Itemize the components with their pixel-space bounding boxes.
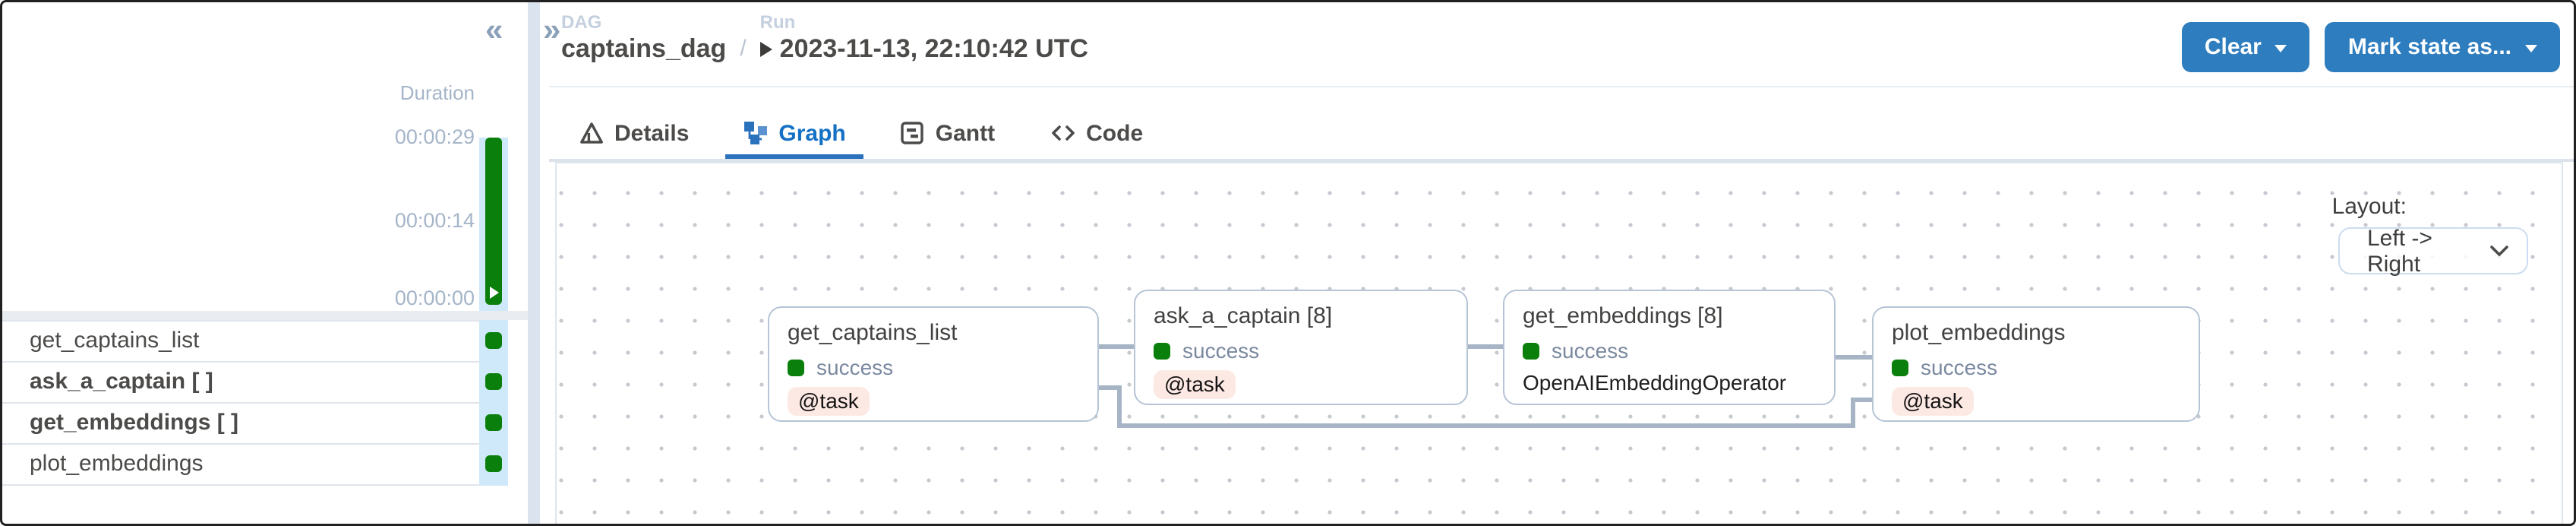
graph-node-plot-embeddings[interactable]: plot_embeddings success @task	[1872, 306, 2200, 422]
node-title: get_captains_list	[788, 320, 958, 346]
task-list: get_captains_list ask_a_captain [ ] get_…	[2, 320, 481, 486]
chevron-down-icon	[2525, 45, 2537, 52]
breadcrumb: DAG captains_dag / Run 2023-11-13, 22:10…	[561, 11, 1088, 66]
task-decorator-badge: @task	[1154, 370, 1236, 399]
duration-axis-label: Duration	[399, 81, 475, 104]
mark-state-as-button[interactable]: Mark state as...	[2325, 22, 2560, 72]
success-status-icon	[1154, 342, 1170, 359]
details-icon	[579, 121, 604, 145]
gantt-icon	[901, 121, 925, 145]
run-label: Run	[759, 11, 796, 33]
duration-tick: 00:00:00	[394, 287, 475, 309]
node-status: success	[1182, 338, 1260, 363]
graph-node-ask-a-captain[interactable]: ask_a_captain [8] success @task	[1134, 290, 1468, 405]
layout-label: Layout:	[2331, 194, 2407, 220]
task-row[interactable]: get_captains_list	[2, 322, 481, 363]
panel-divider[interactable]	[528, 2, 540, 524]
task-row[interactable]: get_embeddings [ ]	[2, 404, 481, 445]
tab-code[interactable]: Code	[1031, 106, 1161, 160]
dag-graph-canvas[interactable]: Layout: Left -> Right get_captains_list …	[555, 162, 2563, 524]
task-status-square[interactable]	[485, 414, 502, 431]
grid-sidebar: « Duration 00:00:29 00:00:14 00:00:00 ge…	[2, 2, 528, 524]
tab-graph[interactable]: Graph	[725, 106, 865, 160]
chevron-down-icon	[2490, 245, 2508, 256]
run-play-icon	[490, 287, 499, 299]
graph-icon	[743, 121, 768, 145]
run-detail-panel: » DAG captains_dag / Run 2023-11-13, 22:…	[540, 2, 2574, 524]
run-triggered-icon	[759, 42, 772, 57]
expand-panel-icon[interactable]: »	[543, 13, 561, 48]
duration-tick: 00:00:29	[394, 125, 475, 148]
tab-gantt[interactable]: Gantt	[882, 106, 1013, 160]
tab-details[interactable]: Details	[561, 106, 707, 160]
edge-bypass-segment	[1117, 423, 1855, 428]
task-row[interactable]: plot_embeddings	[2, 445, 481, 486]
edge-bypass-segment	[1851, 398, 1877, 402]
node-status: success	[816, 355, 894, 379]
node-status: success	[1921, 355, 1998, 379]
run-timestamp: 2023-11-13, 22:10:42 UTC	[779, 34, 1089, 63]
collapse-sidebar-icon[interactable]: «	[485, 13, 504, 48]
success-status-icon	[1523, 342, 1539, 359]
grid-separator	[2, 311, 528, 320]
task-status-square[interactable]	[485, 455, 502, 472]
node-title: get_embeddings [8]	[1523, 303, 1723, 329]
node-status: success	[1552, 338, 1629, 363]
success-status-icon	[1892, 359, 1908, 375]
edge-bypass-segment	[1096, 385, 1122, 390]
dag-label: DAG	[561, 11, 602, 33]
node-title: ask_a_captain [8]	[1154, 303, 1333, 329]
task-row[interactable]: ask_a_captain [ ]	[2, 363, 481, 404]
code-icon	[1050, 121, 1075, 145]
dag-name[interactable]: captains_dag	[561, 34, 727, 63]
task-status-square[interactable]	[485, 332, 502, 349]
edge-bypass-segment	[1117, 385, 1122, 428]
chevron-down-icon	[2275, 45, 2287, 52]
run-duration-bar[interactable]	[485, 138, 502, 305]
graph-node-get-embeddings[interactable]: get_embeddings [8] success OpenAIEmbeddi…	[1503, 290, 1836, 405]
task-decorator-badge: @task	[1892, 387, 1974, 416]
edge-ask-a-captain-to-get-embeddings	[1465, 344, 1506, 349]
edge-get-embeddings-to-plot-embeddings	[1833, 355, 1875, 360]
success-status-icon	[788, 359, 804, 375]
breadcrumb-separator: /	[740, 36, 747, 62]
node-title: plot_embeddings	[1892, 320, 2066, 346]
header-actions: Clear Mark state as...	[2181, 22, 2560, 72]
clear-button[interactable]: Clear	[2181, 22, 2310, 72]
edge-bypass-segment	[1851, 398, 1855, 428]
tabbar-border	[549, 159, 2574, 162]
header-divider	[549, 86, 2574, 87]
node-operator-name: OpenAIEmbeddingOperator	[1523, 370, 1787, 394]
layout-direction-select[interactable]: Left -> Right	[2338, 225, 2528, 277]
task-decorator-badge: @task	[788, 387, 870, 416]
task-status-square[interactable]	[485, 373, 502, 390]
edge-get-captains-list-to-ask-a-captain	[1096, 344, 1137, 349]
graph-node-get-captains-list[interactable]: get_captains_list success @task	[768, 306, 1099, 422]
duration-tick: 00:00:14	[394, 209, 475, 232]
tab-bar: Details Graph Gantt Code	[561, 106, 1161, 160]
